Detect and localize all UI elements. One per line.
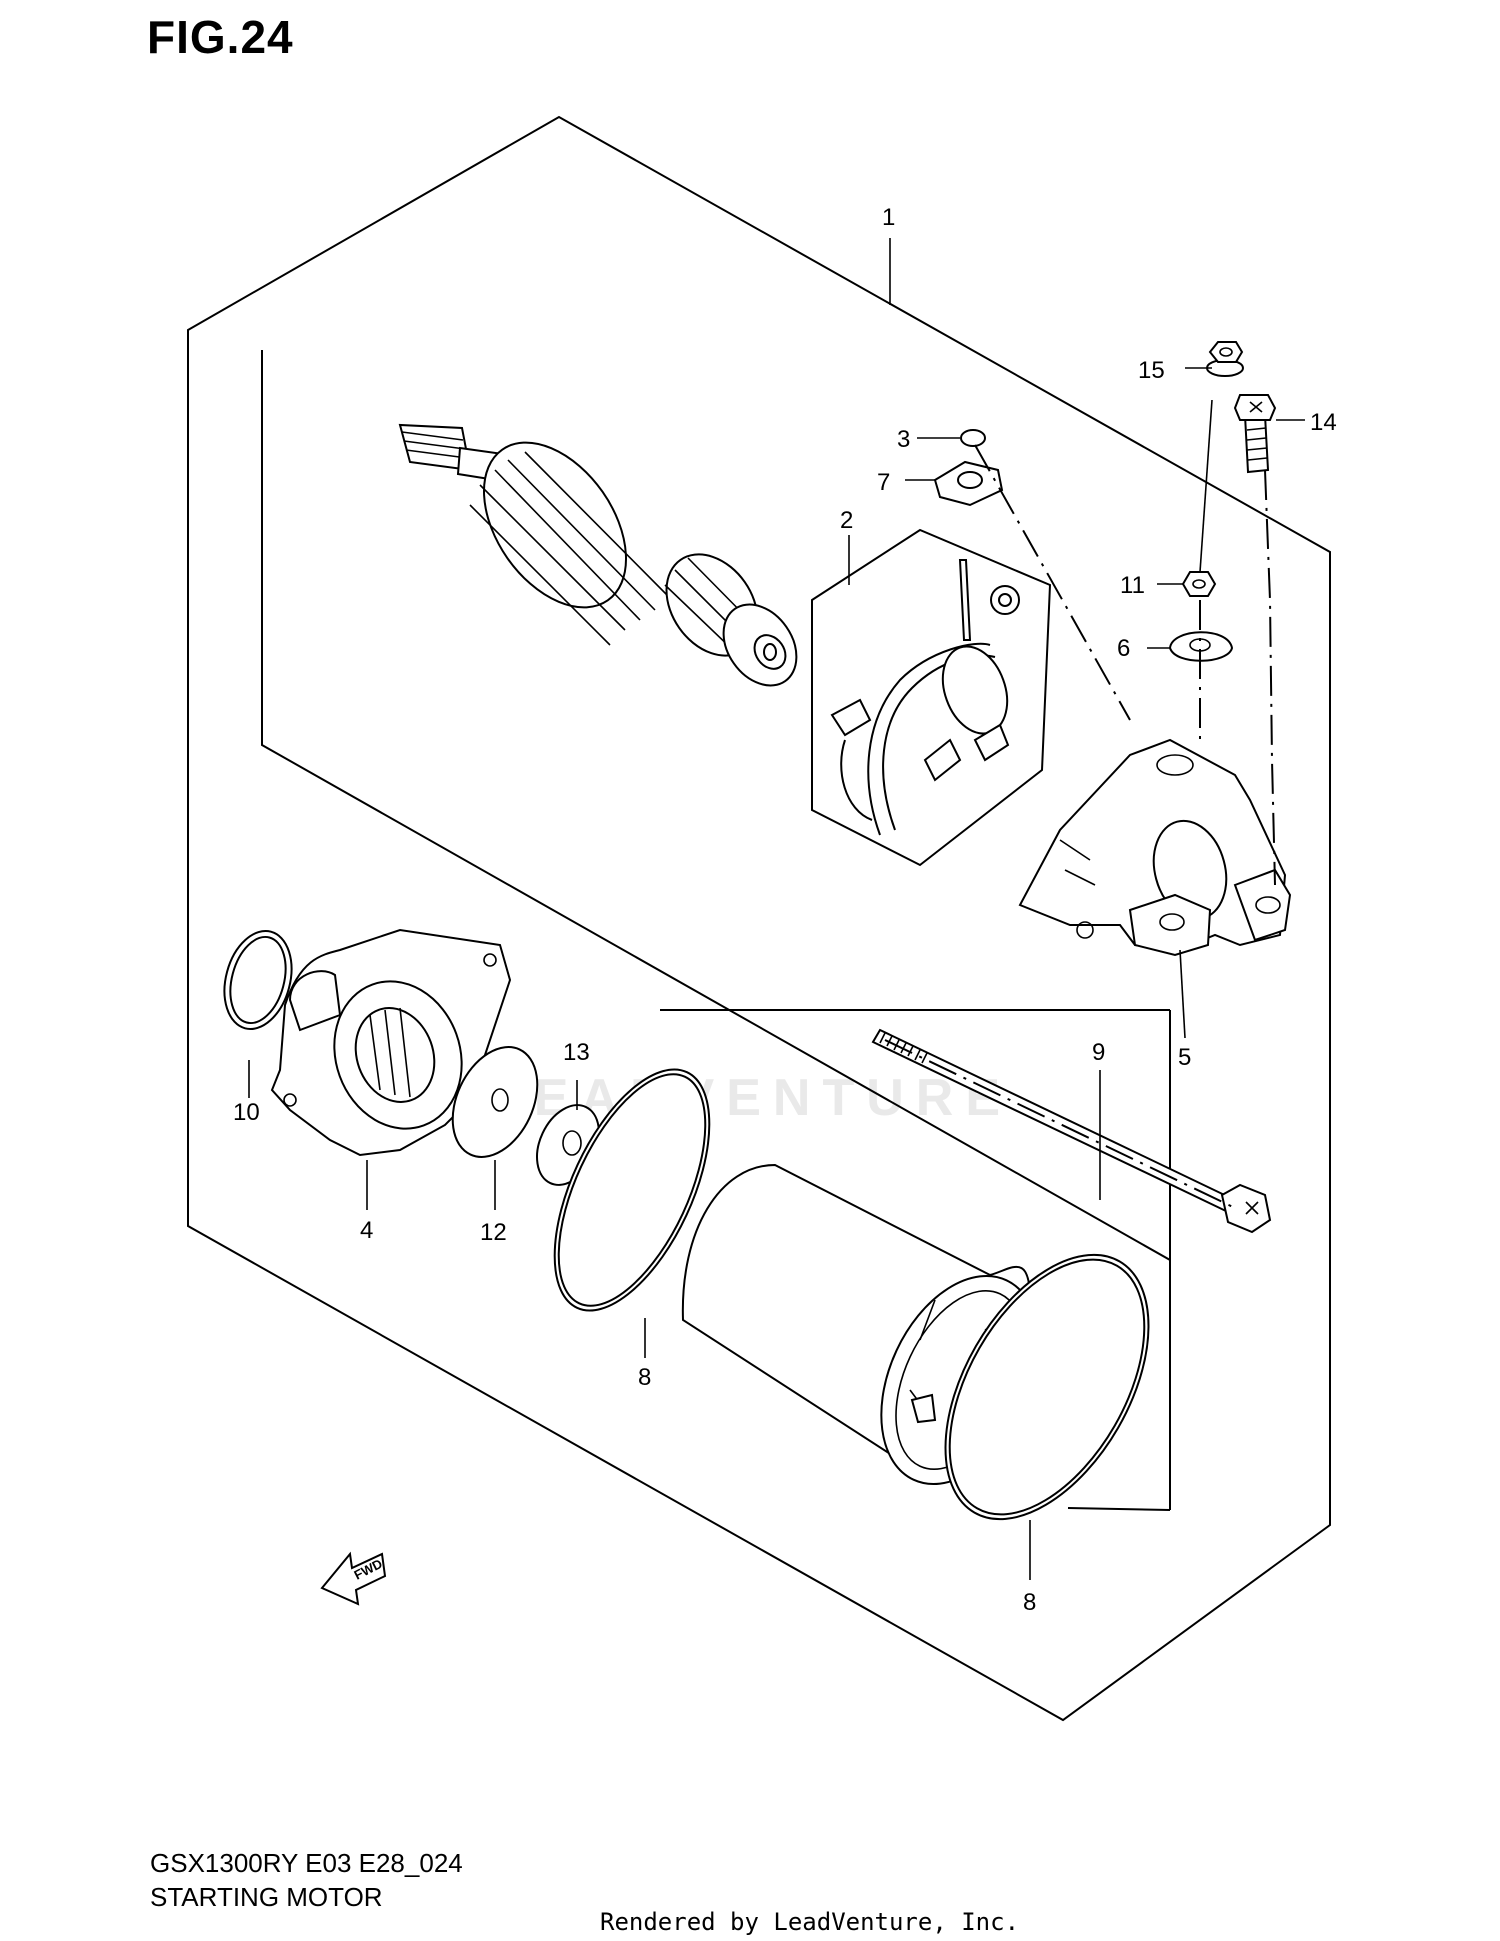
subassembly-outline-right	[1067, 1010, 1171, 1511]
armature-part	[398, 423, 798, 687]
callout-7: 7	[877, 469, 890, 496]
callout-11: 11	[1120, 572, 1145, 599]
rear-bracket-part	[1018, 738, 1292, 957]
callout-15: 15	[1138, 357, 1165, 384]
plate-7-part	[933, 460, 1004, 507]
callout-14: 14	[1310, 409, 1337, 436]
bolt-14-part	[1233, 394, 1277, 474]
callout-5: 5	[1178, 1044, 1191, 1071]
callout-8-left: 8	[638, 1364, 651, 1391]
oring-3-part	[960, 429, 986, 447]
alignment-line-1	[1264, 469, 1276, 886]
render-credit: Rendered by LeadVenture, Inc.	[600, 1908, 1020, 1936]
alignment-line-3	[974, 444, 1131, 721]
model-code: GSX1300RY E03 E28_024	[150, 1848, 463, 1878]
oring-8-right-part	[944, 1253, 1150, 1521]
callout-10: 10	[233, 1099, 260, 1126]
leader-lines	[248, 238, 1305, 1580]
callout-1: 1	[882, 204, 895, 231]
washer-6-part	[1168, 631, 1234, 662]
oring-10-part	[223, 929, 293, 1031]
callout-8-right: 8	[1023, 1589, 1036, 1616]
assembly-outline	[187, 115, 1331, 1722]
callout-4: 4	[360, 1217, 373, 1244]
through-bolt-9-part	[871, 1028, 1272, 1234]
diagram-subtitle: STARTING MOTOR	[150, 1882, 383, 1912]
callout-13: 13	[563, 1039, 590, 1066]
fwd-arrow-icon: FWD	[320, 1551, 387, 1606]
callout-2: 2	[840, 507, 853, 534]
nut-15-part	[1206, 341, 1244, 377]
callout-6: 6	[1117, 635, 1130, 662]
washer-12-part	[451, 1046, 539, 1158]
subassembly-outline	[261, 350, 1171, 1510]
callout-9: 9	[1092, 1039, 1105, 1066]
callout-12: 12	[480, 1219, 507, 1246]
front-bracket-part	[270, 928, 512, 1157]
figure-title: FIG.24	[147, 11, 294, 63]
brush-holder-part	[811, 528, 1052, 867]
callout-3: 3	[897, 426, 910, 453]
alignment-line-5	[884, 1039, 1236, 1209]
nut-11-part	[1181, 571, 1217, 597]
oring-8-left-part	[553, 1068, 711, 1312]
